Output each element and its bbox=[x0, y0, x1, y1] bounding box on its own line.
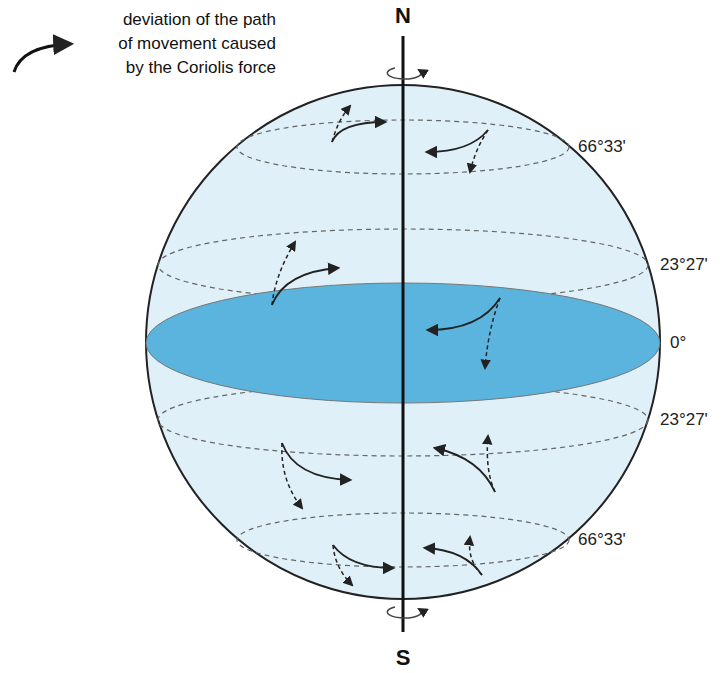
latitude-label: 23°27' bbox=[660, 410, 708, 430]
latitude-label: 0° bbox=[670, 333, 686, 353]
rotation-arrows bbox=[387, 68, 421, 618]
legend-arrow-sample bbox=[14, 44, 70, 72]
rotation-axis bbox=[402, 36, 405, 632]
deviated-paths bbox=[272, 122, 500, 575]
latitude-label: 66°33' bbox=[578, 137, 626, 157]
latitude-label: 23°27' bbox=[660, 255, 708, 275]
latitude-label: 66°33' bbox=[578, 530, 626, 550]
intended-paths bbox=[272, 106, 500, 585]
legend-text: deviation of the path of movement caused… bbox=[104, 8, 276, 80]
pole-label: S bbox=[396, 645, 411, 671]
pole-label: N bbox=[395, 3, 411, 29]
